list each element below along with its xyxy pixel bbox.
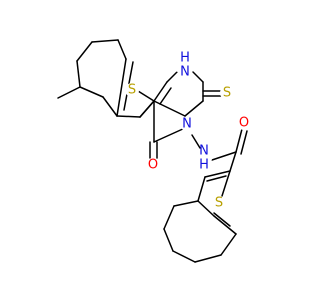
bond-amide-1 xyxy=(211,151,237,161)
atom-nitrogen-amide: N xyxy=(199,144,209,159)
atom-sulfur-thione: S xyxy=(223,86,231,101)
bond-ring-a-6 xyxy=(117,39,127,60)
bond-group xyxy=(57,39,248,263)
bond-ring-c-3 xyxy=(163,228,174,252)
bond-n-n xyxy=(191,134,201,149)
bond-ring-a-3 xyxy=(76,60,81,88)
bond-ring-a-1 xyxy=(79,86,104,98)
bond-ring-c-6 xyxy=(220,233,237,256)
bond-thio-r-2b xyxy=(206,175,227,182)
atom-bg-o-ketone xyxy=(146,158,160,172)
bond-pyr-6 xyxy=(153,100,186,117)
bond-pyr-1b xyxy=(159,87,172,105)
bond-pyr-1 xyxy=(153,81,168,102)
bond-amide-2 xyxy=(235,128,243,153)
bond-pyr-3 xyxy=(192,71,204,83)
bond-ring-c-7 xyxy=(213,215,237,235)
atom-bg-n-3 xyxy=(180,117,194,131)
bond-amide-2b xyxy=(240,130,248,155)
atom-oxygen-amide: O xyxy=(239,116,249,131)
atom-oxygen-ketone: O xyxy=(148,158,158,173)
bond-pyr-2 xyxy=(166,71,178,83)
atom-bg-nh-amide xyxy=(196,150,212,166)
molecule-structure-diagram: S H N S N O N H O S xyxy=(57,39,251,263)
bond-thio-r-4 xyxy=(197,200,215,217)
bond-thio-r-2 xyxy=(204,170,231,178)
bond-ketone-4 xyxy=(153,127,186,143)
atom-bg-o-amide xyxy=(237,116,251,130)
bond-ring-c-2 xyxy=(163,205,175,230)
bond-thio-l-1 xyxy=(116,58,127,117)
bond-ring-c-7b xyxy=(213,212,231,227)
bond-pyr-7 xyxy=(139,100,155,118)
atom-hydrogen-ring: H xyxy=(180,51,190,66)
atom-bg-s-right xyxy=(212,196,226,210)
atom-sulfur-right: S xyxy=(215,196,223,211)
bond-ring-a-5 xyxy=(91,39,119,43)
atom-sulfur-left: S xyxy=(128,83,136,98)
atom-bg-s-thione xyxy=(220,86,234,100)
bond-thio-l-4 xyxy=(137,90,155,102)
atom-label-group: S H N S N O N H O S xyxy=(125,51,251,211)
bond-amide-3 xyxy=(229,151,237,172)
bond-pyr-5 xyxy=(184,100,204,117)
molecule-canvas: S H N S N O N H O S xyxy=(57,39,251,263)
bond-ring-c-4 xyxy=(172,250,196,263)
bond-ring-c-5 xyxy=(194,254,222,263)
bond-thio-l-2 xyxy=(116,115,141,118)
bond-ring-a-4 xyxy=(76,41,93,62)
atom-hydrogen-amide: H xyxy=(199,158,209,173)
atom-bg-s-left xyxy=(125,83,139,97)
bond-thio-r-1 xyxy=(221,170,231,197)
atom-nitrogen-ring: N xyxy=(180,65,190,80)
bond-ring-a-2 xyxy=(102,96,118,117)
bond-ring-c-1 xyxy=(173,200,199,207)
bond-thio-r-3 xyxy=(197,176,206,202)
atom-bg-nh-ring xyxy=(171,56,187,72)
bond-methyl xyxy=(57,86,81,99)
atom-nitrogen-3: N xyxy=(182,117,192,132)
